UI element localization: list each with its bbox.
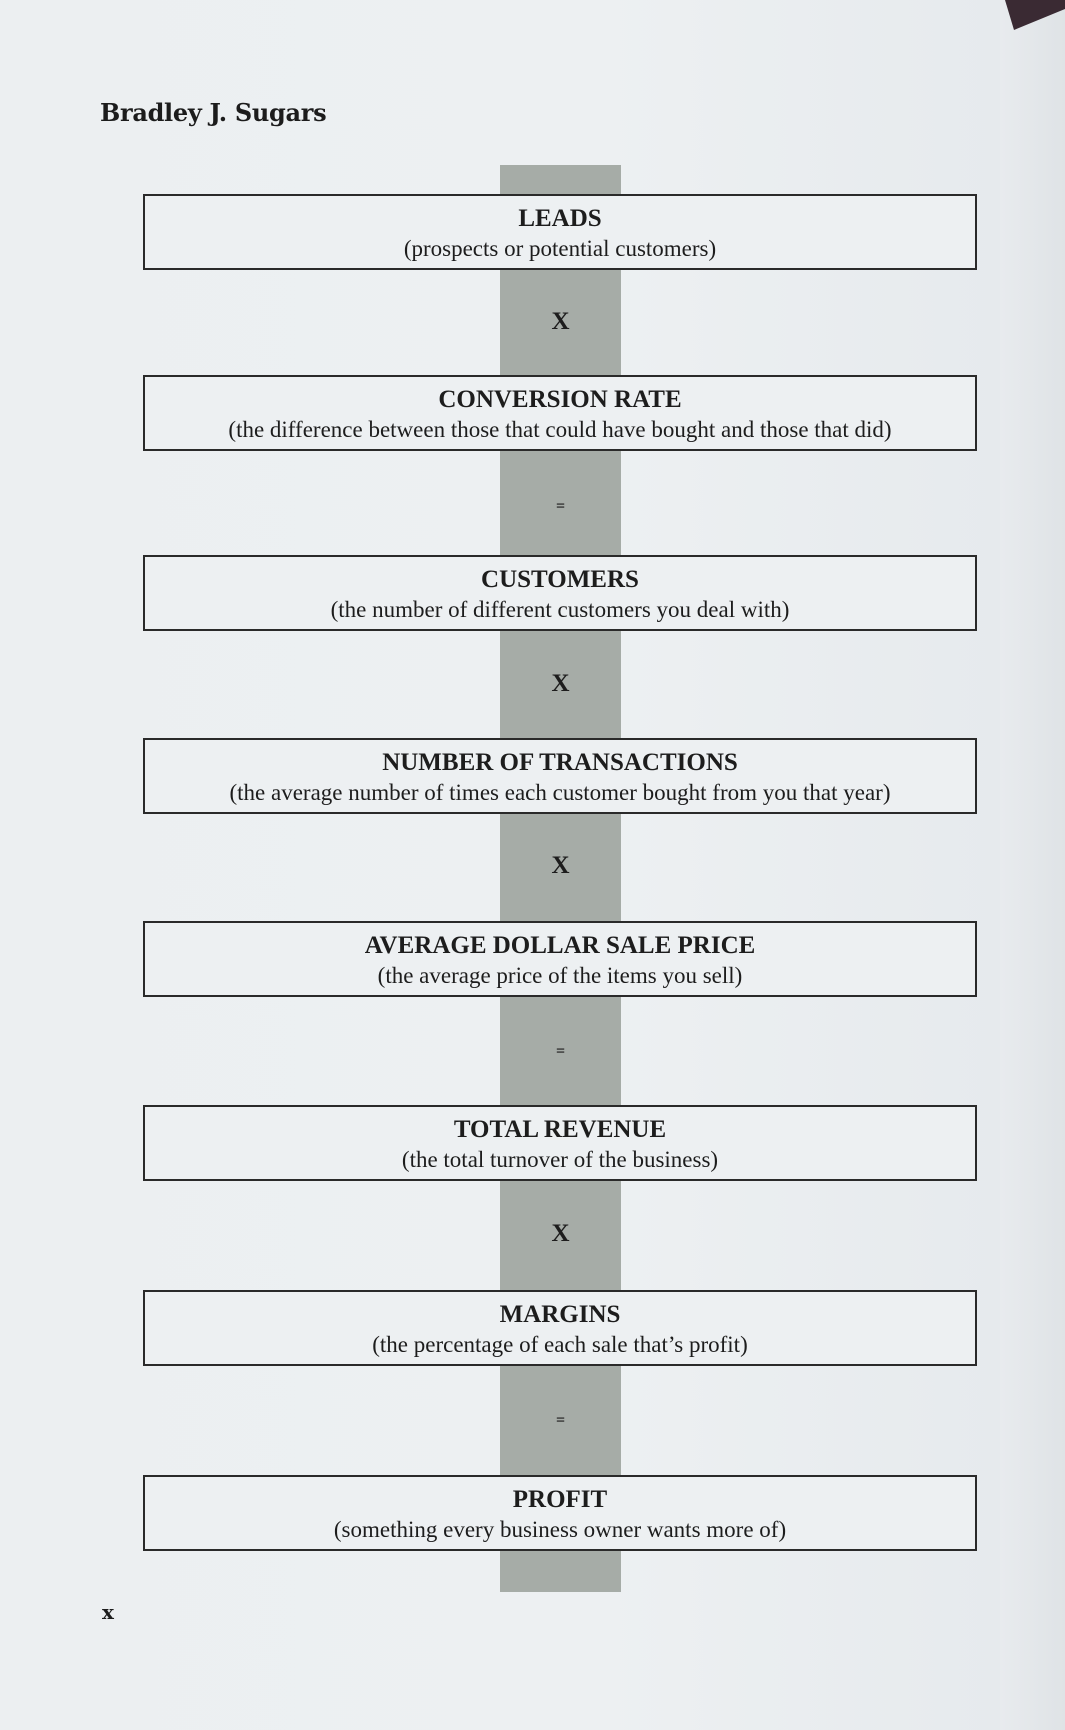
box-conversion-rate: CONVERSION RATE (the difference between … bbox=[143, 375, 977, 451]
operator-multiply: X bbox=[551, 308, 570, 335]
box-title: NUMBER OF TRANSACTIONS bbox=[382, 749, 738, 776]
box-total-revenue: TOTAL REVENUE (the total turnover of the… bbox=[143, 1105, 977, 1181]
box-leads: LEADS (prospects or potential customers) bbox=[143, 194, 977, 270]
box-margins: MARGINS (the percentage of each sale tha… bbox=[143, 1290, 977, 1366]
operator-equals: = bbox=[555, 1412, 566, 1429]
box-description: (the number of different customers you d… bbox=[330, 597, 790, 622]
page-edge bbox=[1000, 0, 1065, 1730]
operator-multiply: X bbox=[551, 1220, 570, 1247]
box-description: (prospects or potential customers) bbox=[403, 236, 717, 261]
box-profit: PROFIT (something every business owner w… bbox=[143, 1475, 977, 1551]
box-title: CONVERSION RATE bbox=[438, 386, 682, 413]
operator-equals: = bbox=[555, 498, 566, 515]
box-description: (the total turnover of the business) bbox=[401, 1147, 719, 1172]
box-title: PROFIT bbox=[512, 1486, 608, 1513]
box-title: CUSTOMERS bbox=[481, 566, 639, 593]
page-number: x bbox=[102, 1600, 114, 1624]
box-title: LEADS bbox=[518, 205, 602, 232]
box-average-dollar-sale-price: AVERAGE DOLLAR SALE PRICE (the average p… bbox=[143, 921, 977, 997]
box-number-of-transactions: NUMBER OF TRANSACTIONS (the average numb… bbox=[143, 738, 977, 814]
box-title: TOTAL REVENUE bbox=[453, 1116, 667, 1143]
box-title: MARGINS bbox=[499, 1301, 621, 1328]
operator-multiply: X bbox=[551, 670, 570, 697]
box-description: (the average price of the items you sell… bbox=[377, 963, 743, 988]
box-description: (the percentage of each sale that’s prof… bbox=[372, 1332, 748, 1357]
box-title: AVERAGE DOLLAR SALE PRICE bbox=[364, 932, 756, 959]
box-description: (the average number of times each custom… bbox=[229, 780, 891, 805]
box-customers: CUSTOMERS (the number of different custo… bbox=[143, 555, 977, 631]
operator-equals: = bbox=[555, 1043, 566, 1060]
box-description: (the difference between those that could… bbox=[228, 417, 892, 442]
running-header-author: Bradley J. Sugars bbox=[100, 98, 327, 127]
operator-multiply: X bbox=[551, 852, 570, 879]
box-description: (something every business owner wants mo… bbox=[333, 1517, 787, 1542]
